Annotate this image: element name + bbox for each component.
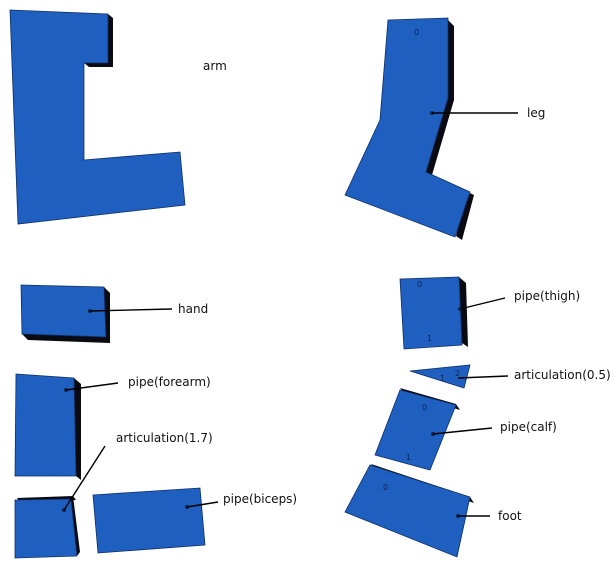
knee-marker-2: 2 <box>455 369 460 378</box>
hand-part <box>20 284 110 343</box>
leg-shadow <box>426 20 474 240</box>
forearm-leader-line <box>65 382 119 391</box>
calf-leader-line <box>432 427 493 435</box>
elbow-articulation-part <box>14 496 80 559</box>
calf-part: 0 1 <box>374 388 460 471</box>
forearm-shape <box>14 373 77 477</box>
thigh-marker-1: 1 <box>427 334 432 343</box>
thigh-leader-line <box>459 297 506 310</box>
hand-shape <box>20 284 107 338</box>
arm-label: arm <box>203 59 227 73</box>
forearm-label: pipe(forearm) <box>128 375 211 389</box>
biceps-leader-line <box>186 501 219 508</box>
elbow-shape <box>14 498 78 559</box>
calf-label: pipe(calf) <box>500 420 557 434</box>
thigh-shape <box>399 276 463 350</box>
biceps-label: pipe(biceps) <box>223 492 297 506</box>
hand-leader-line <box>89 308 173 312</box>
calf-marker-1: 1 <box>406 453 411 462</box>
thigh-shadow <box>459 277 468 347</box>
foot-marker-0: 0 <box>383 483 388 492</box>
leg-marker-0: 0 <box>414 28 419 37</box>
biceps-part <box>92 487 206 554</box>
foot-shape <box>344 464 471 558</box>
knee-label: articulation(0.5) <box>514 368 611 382</box>
hand-shadow <box>22 334 110 343</box>
biceps-shape <box>92 487 206 554</box>
thigh-marker-0: 0 <box>417 280 422 289</box>
forearm-part <box>14 373 81 480</box>
knee-marker-1: 1 <box>440 374 445 383</box>
knee-shape <box>409 364 471 389</box>
thigh-label: pipe(thigh) <box>514 289 580 303</box>
hand-label: hand <box>178 302 208 316</box>
elbow-leader-line <box>63 445 106 511</box>
leg-assembly: 0 <box>344 17 474 240</box>
leg-shape <box>344 17 471 238</box>
arm-assembly <box>9 9 186 225</box>
calf-marker-0: 0 <box>422 403 427 412</box>
elbow-label: articulation(1.7) <box>116 431 213 445</box>
knee-leader-line <box>457 375 509 379</box>
foot-part: 0 <box>344 464 474 558</box>
knee-articulation-part: 1 2 <box>409 364 471 389</box>
thigh-part: 0 1 <box>399 276 468 350</box>
leg-label: leg <box>527 106 545 120</box>
foot-label: foot <box>498 509 522 523</box>
calf-shape <box>374 389 457 471</box>
arm-shape <box>9 9 186 225</box>
